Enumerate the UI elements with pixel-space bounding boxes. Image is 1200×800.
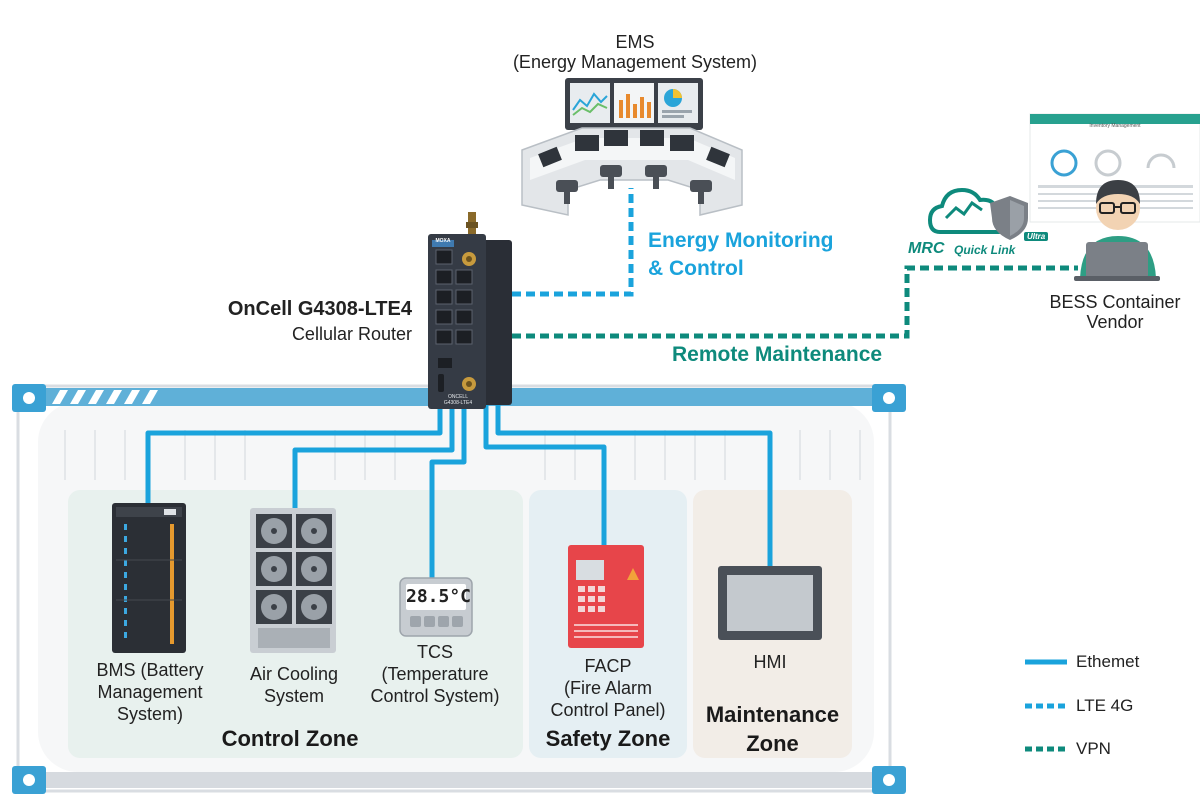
router-name: OnCell G4308-LTE4	[227, 298, 412, 320]
legend-vpn-label: VPN	[1076, 739, 1111, 758]
maintenance-zone-title-1: Maintenance	[705, 702, 840, 727]
tcs-display-text: 28.5°C	[406, 586, 472, 607]
tcs-label-1: TCS	[417, 642, 453, 662]
mrc-quick-link-cloud-icon	[927, 187, 1028, 240]
tcs-thermostat-icon	[399, 577, 473, 637]
bms-label-2: Management	[97, 682, 203, 702]
facp-label-3: Control Panel)	[550, 700, 666, 720]
maintenance-zone-title-2: Zone	[746, 731, 799, 756]
vendor-person-icon	[1074, 180, 1160, 281]
ethernet-line-bms	[145, 400, 443, 505]
hmi-screen-icon	[718, 566, 822, 640]
vpn-line-vendor	[512, 265, 1078, 339]
facp-panel-icon	[568, 545, 644, 648]
safety-zone-title: Safety Zone	[545, 726, 671, 751]
mrc-product: Quick Link	[954, 243, 1016, 257]
bms-label-3: System)	[116, 704, 183, 724]
facp-label-2: (Fire Alarm	[563, 678, 652, 698]
router-brand-label: MOXA	[435, 238, 451, 244]
energy-link-label-2: & Control	[648, 257, 744, 280]
tcs-label-2: (Temperature	[381, 664, 489, 684]
router-type: Cellular Router	[291, 324, 412, 344]
ems-control-room-icon	[521, 78, 743, 216]
dashboard-title: Inventory Management	[1089, 123, 1141, 129]
bms-rack-icon	[112, 503, 186, 653]
ethernet-line-facp	[483, 400, 607, 548]
ethernet-links	[145, 400, 773, 580]
cellular-router-icon	[428, 212, 512, 409]
ems-title: EMS	[615, 32, 655, 52]
facp-label-1: FACP	[584, 656, 632, 676]
air-label-1: Air Cooling	[249, 664, 339, 684]
ethernet-line-tcs	[429, 400, 467, 580]
ems-subtitle: (Energy Management System)	[512, 52, 758, 72]
ethernet-line-air	[292, 400, 455, 510]
bms-label-1: BMS (Battery	[96, 660, 204, 680]
legend	[1025, 659, 1067, 752]
legend-ethernet-label: Ethemet	[1076, 652, 1140, 671]
vendor-label-2: Vendor	[1086, 312, 1144, 332]
legend-lte-label: LTE 4G	[1076, 696, 1134, 715]
energy-link-label-1: Energy Monitoring	[648, 229, 834, 252]
air-cooling-unit-icon	[250, 508, 336, 653]
air-label-2: System	[263, 686, 324, 706]
hmi-label: HMI	[753, 652, 787, 672]
router-front-label-2: G4308-LTE4	[443, 400, 473, 406]
lte-line-ems	[512, 188, 634, 297]
mrc-brand: MRC	[908, 240, 945, 257]
tcs-label-3: Control System)	[370, 686, 500, 706]
control-zone-title: Control Zone	[221, 726, 359, 751]
router-front-label-1: ONCELL	[447, 394, 468, 400]
vendor-label-1: BESS Container	[1049, 292, 1181, 312]
mrc-badge: Ultra	[1024, 232, 1049, 242]
ethernet-line-hmi	[495, 400, 773, 568]
remote-link-label: Remote Maintenance	[672, 343, 883, 366]
